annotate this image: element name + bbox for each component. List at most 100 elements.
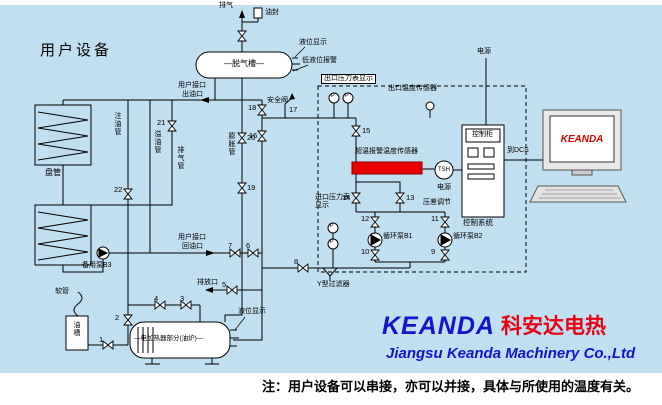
equip-num-17: 17 (289, 105, 298, 114)
brand-logo-en: KEANDA (382, 312, 495, 340)
inlet-pressure-gauge-1-icon (327, 222, 339, 234)
user-outlet-port-label: 用户接口 (178, 82, 206, 89)
diff-regulation-label: 压差调节 (423, 199, 451, 206)
equip-num-1: 1 (99, 335, 104, 344)
cabinet-slot-1-icon (467, 163, 495, 170)
oil-outlet-label: 出油口 (182, 91, 203, 98)
brand-logo-cn: 科安达电热 (501, 315, 606, 338)
valve-12-icon (370, 216, 380, 228)
valve-11-icon (440, 216, 450, 228)
control-system-label: 控制系统 (463, 218, 493, 227)
power-supply-label: 电源 (477, 48, 491, 55)
equip-num-9: 9 (431, 247, 436, 256)
heater-unit-boundary (317, 85, 527, 273)
valve-7-icon (229, 248, 241, 258)
cabinet-slot-2-icon (467, 173, 495, 180)
valve-5-icon (226, 285, 238, 295)
cabinet-indicator-1-icon (467, 147, 479, 158)
instruments (96, 92, 454, 260)
flexible-hose-icon (73, 291, 83, 317)
equip-num-8: 8 (294, 257, 299, 266)
valve-19-icon (237, 182, 247, 194)
dcs-computer (529, 109, 627, 203)
vent-label: 排气 (219, 2, 233, 9)
flow-arrows (200, 10, 295, 293)
control-cabinet-label: 控制柜 (472, 131, 493, 138)
degas-tank-label: —脱气槽— (224, 59, 264, 68)
gauge-letter-1: P (331, 93, 335, 99)
overflow-pipe-label: 溢油管 (154, 130, 162, 154)
oil-tank-label: 油槽 (73, 321, 81, 337)
equip-num-16: 16 (249, 131, 258, 140)
drain-flow-arrow-icon (205, 287, 213, 293)
outlet-temp-sensor-label: 出口温度传感器 (388, 85, 437, 92)
to-dcs-label: 到DCS (507, 147, 529, 154)
tank-legs-icon (145, 358, 219, 365)
monitor-screen (549, 115, 615, 163)
top-margin (0, 0, 662, 5)
oil-seal-pot-icon (253, 7, 263, 19)
valve-4-icon (154, 300, 166, 310)
heater-level-display-label: 液位显示 (238, 308, 266, 315)
valve-2-icon (123, 314, 133, 326)
outlet-temp-sensor-icon (425, 101, 435, 111)
valve-9-icon (440, 249, 450, 261)
top-level-display-label: 液位显示 (299, 39, 327, 46)
valve-15-icon (351, 125, 361, 137)
valve-13-icon (395, 192, 405, 204)
valves (102, 30, 450, 350)
monitor-screen-brand: KEANDA (560, 134, 604, 145)
safety-valve-label: 安全阀 (267, 97, 288, 104)
outlet-pressure-label: 出口压力表显示 (321, 74, 376, 85)
equip-num-3: 3 (180, 294, 185, 303)
equip-num-15: 15 (362, 126, 371, 135)
inlet-pressure-gauge-2-icon (327, 238, 339, 250)
fill-pipe-label: 注油管 (114, 112, 122, 136)
equip-num-10: 10 (361, 247, 370, 256)
valve-14-icon (351, 192, 361, 204)
company-name: Jiangsu Keanda Machinery Co.,Ltd (386, 345, 636, 362)
equip-num-18: 18 (248, 103, 257, 112)
vent-valve-icon (237, 30, 247, 42)
equip-num-12: 12 (361, 214, 370, 223)
tsh-power-label: 电源 (437, 184, 451, 191)
safety-relief-arrow-icon (289, 93, 295, 100)
vent-pipe-label: 排气管 (177, 146, 185, 170)
low-level-alarm-label: 低液位报警 (302, 57, 337, 64)
electric-heater-label: —电加热器部分(油炉)— (134, 335, 204, 342)
heater-element-hatch-icon (137, 327, 154, 353)
cabinet-indicator-2-icon (483, 147, 495, 158)
equip-num-14: 14 (342, 193, 351, 202)
electric-heater-tank (129, 321, 231, 359)
valve-3-icon (180, 300, 192, 310)
equip-num-7: 7 (228, 241, 233, 250)
pump-b1-label: 循环泵B1 (383, 233, 413, 240)
overtemp-sensor-element (351, 161, 423, 175)
valve-16-icon (257, 130, 267, 142)
equip-num-20: 20 (247, 133, 256, 142)
valve-22-icon (123, 188, 133, 200)
oil-seal-label: 油封 (265, 9, 279, 16)
hose-label: 软管 (55, 288, 69, 295)
equip-num-4: 4 (154, 294, 159, 303)
outlet-flow-arrow-icon (200, 97, 209, 103)
equip-num-11: 11 (431, 214, 439, 223)
valve-20-icon (237, 132, 247, 144)
valve-8-icon (297, 263, 309, 273)
return-flow-arrow-icon (206, 250, 215, 256)
pump-b2-label: 循环泵B2 (453, 233, 483, 240)
equip-num-21: 21 (157, 118, 166, 127)
drain-port-label: 排放口 (197, 279, 218, 286)
coil-2-zigzag-icon (37, 211, 89, 261)
vent-arrow-icon (239, 10, 245, 18)
equip-num-19: 19 (247, 183, 256, 192)
gauge-letter-4: P (330, 239, 334, 245)
outlet-pressure-gauge-1-icon (328, 92, 340, 104)
footer-note: 注：用户设备可以串接，亦可以并接，具体与所使用的温度有关。 (262, 379, 640, 394)
oil-return-label: 回油口 (182, 243, 203, 250)
valve-18-icon (257, 104, 267, 116)
gauge-letter-3: P (330, 223, 334, 229)
equip-num-5: 5 (222, 280, 227, 289)
